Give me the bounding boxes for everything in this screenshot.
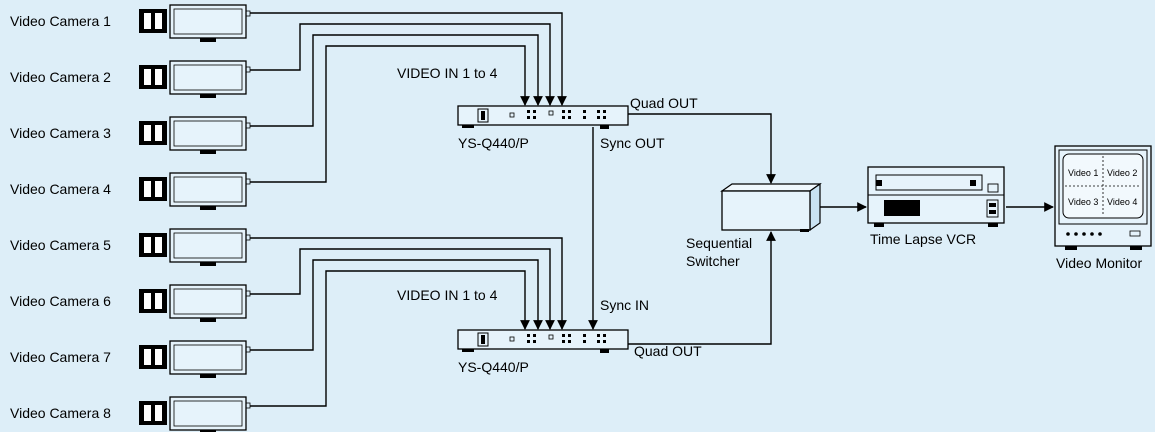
camera-wiring-group-2: [250, 237, 567, 407]
quad-2-sync-label: Sync IN: [600, 297, 649, 313]
quad-2-input-label: VIDEO IN 1 to 4: [397, 287, 498, 303]
switcher-label-line2: Switcher: [686, 253, 740, 269]
video-monitor: Video 1 Video 2 Video 3 Video 4 Video Mo…: [1054, 145, 1152, 271]
camera-6: Video Camera 6: [10, 284, 251, 322]
monitor-device: [1054, 145, 1152, 250]
camera-2-icon: [139, 60, 251, 98]
monitor-quadrant-3: Video 3: [1068, 197, 1098, 207]
quad-unit-1: VIDEO IN 1 to 4 YS-Q440/P Quad OUT Sync …: [397, 65, 698, 151]
camera-1: Video Camera 1: [10, 4, 251, 42]
quad-2-output-label: Quad OUT: [634, 343, 702, 359]
switcher-device: [720, 182, 822, 232]
camera-3-label: Video Camera 3: [10, 125, 111, 141]
camera-3-icon: [139, 116, 251, 154]
camera-6-icon: [139, 284, 251, 322]
camera-7: Video Camera 7: [10, 340, 251, 378]
quad-1-output-label: Quad OUT: [630, 95, 698, 111]
monitor-quadrant-2: Video 2: [1107, 168, 1137, 178]
camera-8-icon: [139, 396, 251, 432]
vcr-label: Time Lapse VCR: [870, 231, 976, 247]
quad-1-model-label: YS-Q440/P: [458, 135, 529, 151]
quad-1-device: [457, 105, 629, 129]
camera-7-label: Video Camera 7: [10, 349, 111, 365]
camera-2: Video Camera 2: [10, 60, 251, 98]
quad-unit-2: VIDEO IN 1 to 4 YS-Q440/P Quad OUT Sync …: [397, 287, 702, 375]
camera-5-icon: [139, 228, 251, 266]
monitor-quadrant-4: Video 4: [1107, 197, 1137, 207]
camera-5: Video Camera 5: [10, 228, 251, 266]
quad-1-input-label: VIDEO IN 1 to 4: [397, 65, 498, 81]
camera-2-label: Video Camera 2: [10, 69, 111, 85]
time-lapse-vcr: Time Lapse VCR: [867, 166, 1005, 247]
camera-7-icon: [139, 340, 251, 378]
monitor-label: Video Monitor: [1056, 255, 1142, 271]
output-wiring: [588, 113, 1054, 345]
camera-8-label: Video Camera 8: [10, 405, 111, 421]
camera-5-label: Video Camera 5: [10, 237, 111, 253]
camera-4-label: Video Camera 4: [10, 181, 111, 197]
switcher-label-line1: Sequential: [686, 235, 752, 251]
camera-1-icon: [139, 4, 251, 42]
camera-column: Video Camera 1 Video Camera 2 Video Came…: [10, 4, 251, 432]
quad-2-device: [457, 329, 629, 353]
quad-2-model-label: YS-Q440/P: [458, 359, 529, 375]
camera-6-label: Video Camera 6: [10, 293, 111, 309]
sequential-switcher: Sequential Switcher: [686, 182, 822, 269]
vcr-device: [867, 166, 1005, 227]
camera-8: Video Camera 8: [10, 396, 251, 432]
quad-1-sync-label: Sync OUT: [600, 135, 665, 151]
monitor-quadrant-1: Video 1: [1068, 168, 1098, 178]
camera-1-label: Video Camera 1: [10, 13, 111, 29]
camera-4-icon: [139, 172, 251, 210]
camera-4: Video Camera 4: [10, 172, 251, 210]
camera-3: Video Camera 3: [10, 116, 251, 154]
camera-wiring-group-1: [250, 12, 567, 183]
